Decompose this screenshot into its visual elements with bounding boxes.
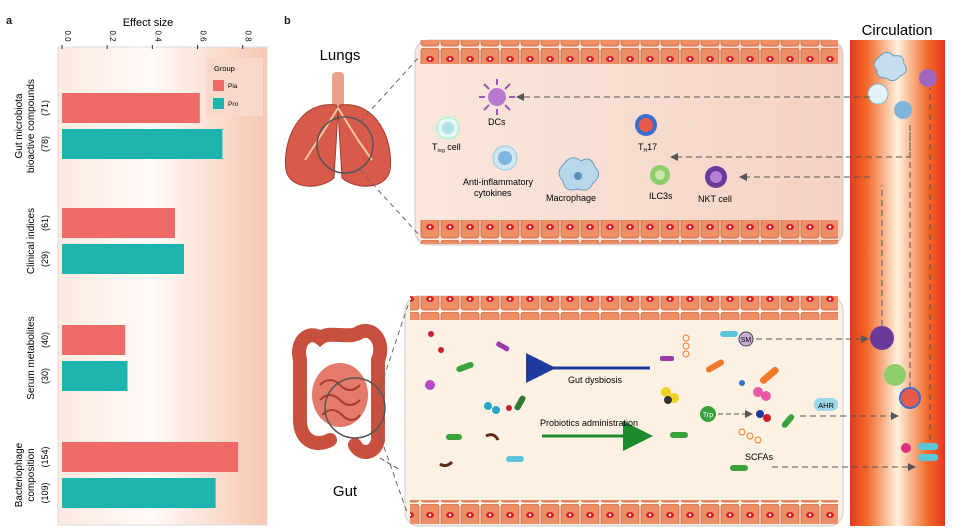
legend-swatch-pro (213, 98, 224, 109)
bar-n-label: (78) (40, 136, 50, 152)
lungs-label: Lungs (320, 47, 361, 64)
gut-epithelium-bottom (410, 500, 838, 524)
circulating-scfa-1 (918, 443, 938, 450)
group-label: composition (26, 448, 37, 501)
x-tick-label: 0.2 (108, 30, 117, 42)
circulating-cell-blue (894, 101, 912, 119)
bar-n-label: (61) (40, 215, 50, 231)
circulating-scfa-2 (918, 454, 938, 461)
legend: Group Pla Pro (206, 58, 263, 116)
bar-n-label: (30) (40, 368, 50, 384)
bar-pro (62, 361, 128, 391)
group-label: Clinical indices (26, 208, 37, 274)
bar-n-label: (71) (40, 100, 50, 116)
anti-inflammatory-cell (492, 145, 518, 171)
panel-a-letter: a (6, 15, 13, 27)
probiotics-label: Probiotics administration (540, 418, 638, 428)
group-label: bioactive compounds (26, 79, 37, 173)
x-tick-label: 0.6 (199, 30, 208, 42)
treg-cell-label: Treg cell (432, 142, 461, 154)
macrophage-label: Macrophage (546, 193, 596, 203)
bar-pla (62, 208, 175, 238)
svg-text:Trp: Trp (703, 412, 713, 419)
ilc3s-label: ILC3s (649, 191, 673, 201)
circulating-ilc3 (884, 364, 906, 386)
trp-marker: Trp (700, 406, 716, 422)
group-label: Serum metabolites (26, 316, 37, 399)
bar-pla (62, 325, 126, 355)
gut-tissue-box (404, 295, 844, 527)
legend-label-pro: Pro (228, 101, 239, 108)
lung-epithelium-bottom (420, 220, 838, 244)
gut-dysbiosis-label: Gut dysbiosis (568, 375, 623, 385)
bar-pla (62, 442, 239, 472)
circulating-treg (867, 83, 889, 105)
bar-n-label: (40) (40, 332, 50, 348)
x-tick-label: 0.8 (244, 30, 253, 42)
arrow-gut-bottom (379, 457, 401, 471)
gut-lung-axis-diagram: Circulation Lungs Gut Treg cell DCs (284, 22, 945, 527)
panel-b-letter: b (284, 15, 291, 27)
bar-n-label: (109) (40, 482, 50, 503)
bar-pro (62, 478, 216, 508)
circulating-th17 (899, 387, 921, 409)
chart-title: Effect size (123, 17, 174, 29)
gut-epithelium-top (410, 296, 838, 320)
ahr-marker: AHR (814, 398, 838, 411)
bar-pro (62, 129, 223, 159)
x-axis: 0.0 0.2 0.4 0.6 0.8 (61, 30, 253, 49)
scfas-label: SCFAs (745, 452, 774, 462)
gut-label: Gut (333, 483, 358, 500)
x-tick-label: 0.0 (63, 30, 72, 42)
group-label: Gut microbiota (14, 93, 25, 158)
nkt-cell (705, 166, 727, 188)
circulation-label: Circulation (862, 22, 933, 39)
ilc3s-cell (650, 165, 670, 185)
svg-text:AHR: AHR (818, 401, 834, 410)
dendritic-cell (479, 79, 515, 115)
anti-inflammatory-label: Anti-inflammatory cytokines (463, 177, 536, 198)
legend-title: Group (214, 64, 235, 73)
circulating-dc (919, 69, 937, 87)
bar-n-label: (29) (40, 251, 50, 267)
gut-microbes (425, 331, 795, 471)
sm-marker: SM (738, 331, 754, 347)
nkt-label: NKT cell (698, 194, 732, 204)
treg-cell (436, 116, 460, 140)
bars (62, 93, 239, 508)
bar-pro (62, 244, 184, 274)
legend-label-pla: Pla (228, 83, 238, 90)
x-tick-label: 0.4 (153, 30, 162, 42)
circulating-pink (901, 443, 911, 453)
th17-cell (635, 114, 657, 136)
bar-pla (62, 93, 200, 123)
lung-epithelium-top (420, 40, 838, 64)
legend-swatch-pla (213, 80, 224, 91)
macrophage-cell (558, 157, 599, 191)
circulating-nkt (870, 326, 894, 350)
th17-label: TH17 (638, 142, 657, 154)
group-label: Bacteriophage (14, 442, 25, 507)
circulating-macrophage (873, 52, 907, 82)
svg-text:SM: SM (741, 337, 752, 344)
lungs-illustration (284, 72, 392, 187)
lung-tissue-box (414, 39, 844, 246)
bar-n-label: (154) (40, 446, 50, 467)
dcs-label: DCs (488, 117, 506, 127)
intestine-illustration (292, 323, 388, 459)
effect-size-bar-chart: Effect size 0.0 0.2 0.4 0.6 0.8 (71) (78) Gut … (14, 17, 268, 526)
